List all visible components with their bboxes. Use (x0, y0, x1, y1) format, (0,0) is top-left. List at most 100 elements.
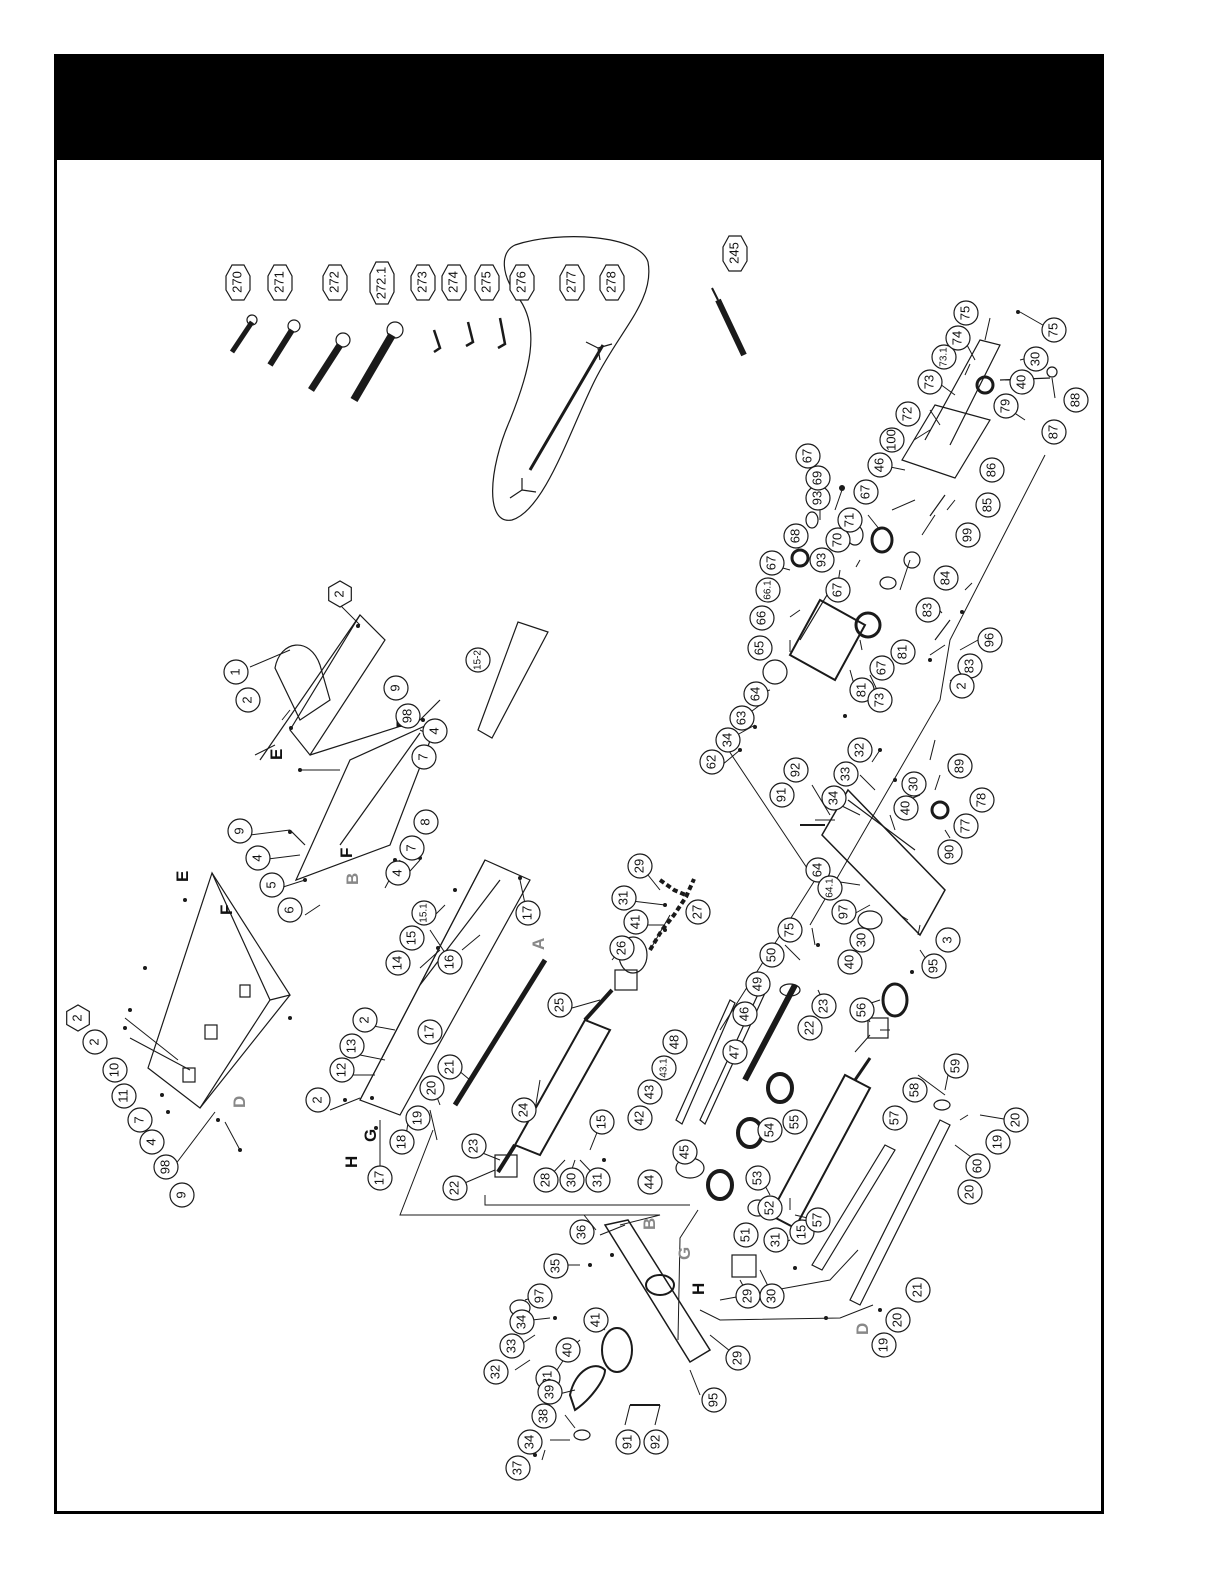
callout-19-c: 19 (871, 1332, 897, 1358)
callout-4-chute: 4 (245, 845, 271, 871)
callout-35: 35 (543, 1253, 569, 1279)
callout-91-a-label: 91 (773, 788, 788, 802)
callout-3-bubble (935, 927, 961, 953)
callout-75-a: 75 (777, 917, 803, 943)
callout-9-table-bubble (169, 1182, 195, 1208)
callout-31-c-bubble (763, 1227, 789, 1253)
callout-16-bubble (437, 949, 463, 975)
callout-77-bubble (953, 813, 979, 839)
callout-74: 74 (945, 325, 971, 351)
callout-31-c-label: 31 (767, 1233, 782, 1247)
callout-91-b-label: 91 (619, 1435, 634, 1449)
callout-7-hopper-bubble (411, 744, 437, 770)
svg-text:277: 277 (563, 271, 578, 293)
callout-275: 275 (474, 264, 500, 301)
callout-5-bubble (259, 872, 285, 898)
callout-50-bubble (759, 942, 785, 968)
callout-11: 11 (111, 1083, 137, 1109)
callout-30-e-bubble (901, 771, 927, 797)
callout-99-bubble (955, 522, 981, 548)
callout-88-bubble (1063, 387, 1089, 413)
callout-2-table-b-label: 2 (86, 1038, 101, 1045)
callout-87: 87 (1041, 419, 1067, 445)
callout-67-b: 67 (795, 443, 821, 469)
callout-84-bubble (933, 565, 959, 591)
callout-20-c-label: 20 (961, 1185, 976, 1199)
callout-31-c: 31 (763, 1227, 789, 1253)
callout-91-b: 91 (615, 1429, 641, 1455)
callout-56-bubble (849, 997, 875, 1023)
callout-32-a-label: 32 (851, 743, 866, 757)
callout-22-a: 22 (442, 1175, 468, 1201)
callout-60: 60 (965, 1153, 991, 1179)
callout-20-c-bubble (957, 1179, 983, 1205)
callout-38-bubble (531, 1403, 557, 1429)
callout-3: 3 (935, 927, 961, 953)
callout-57-a-bubble (805, 1207, 831, 1233)
callout-7-chute-bubble (399, 835, 425, 861)
callout-55-label: 55 (786, 1115, 801, 1129)
callout-96-label: 96 (981, 633, 996, 647)
callout-30-d-bubble (1023, 346, 1049, 372)
callout-41-b: 41 (583, 1307, 609, 1333)
callout-55: 55 (782, 1109, 808, 1135)
callout-64-b-label: 64 (809, 863, 824, 877)
callout-19-a: 19 (405, 1105, 431, 1131)
callout-30-a-label: 30 (563, 1173, 578, 1187)
callout-95-a-label: 95 (925, 959, 940, 973)
callout-31-b: 31 (585, 1167, 611, 1193)
callout-64-1: 64.1 (817, 875, 843, 901)
callout-2-guard-label: 2 (356, 1016, 371, 1023)
callout-26: 26 (609, 935, 635, 961)
callout-92-a-label: 92 (787, 763, 802, 777)
callout-7-table: 7 (127, 1107, 153, 1133)
callout-15-1: 15.1 (411, 900, 437, 926)
callout-42: 42 (627, 1105, 653, 1131)
callout-4-hopper: 4 (422, 718, 448, 744)
callout-86-bubble (979, 457, 1005, 483)
callout-96-bubble (977, 627, 1003, 653)
callout-32-a-bubble (847, 737, 873, 763)
callout-2-hopper-bubble (235, 687, 261, 713)
callout-18-label: 18 (393, 1135, 408, 1149)
callout-63: 63 (729, 705, 755, 731)
callout-40-c-label: 40 (897, 801, 912, 815)
svg-text:271: 271 (271, 271, 286, 293)
callout-63-label: 63 (733, 711, 748, 725)
callouts: 270 271 272 272.1 273 274 275 276 277 27… (66, 235, 1089, 1481)
callout-21-b-label: 21 (909, 1283, 924, 1297)
callout-78-bubble (969, 787, 995, 813)
callout-15-b-label: 15 (593, 1115, 608, 1129)
callout-48: 48 (662, 1029, 688, 1055)
callout-67-d-bubble (825, 577, 851, 603)
callout-62-label: 62 (703, 755, 718, 769)
callout-30-e-label: 30 (905, 777, 920, 791)
callout-73-a-label: 73 (871, 693, 886, 707)
marker-d-lower: D (853, 1323, 872, 1335)
callout-95-b-bubble (701, 1387, 727, 1413)
callout-24: 24 (511, 1097, 537, 1123)
callout-7-hopper: 7 (411, 744, 437, 770)
callout-83-b: 83 (957, 653, 983, 679)
callout-67-d-label: 67 (829, 583, 844, 597)
callout-87-label: 87 (1045, 425, 1060, 439)
callout-53-label: 53 (749, 1171, 764, 1185)
callout-8: 8 (413, 809, 439, 835)
callout-59-label: 59 (947, 1059, 962, 1073)
gearbox-drawing (762, 339, 1058, 685)
marker-h-side: H (689, 1283, 708, 1295)
callout-67-a-label: 67 (763, 556, 778, 570)
callout-7-hopper-label: 7 (415, 753, 430, 760)
callout-62: 62 (699, 749, 725, 775)
callout-81-b-label: 81 (894, 645, 909, 659)
callout-79-label: 79 (997, 399, 1012, 413)
callout-34-a: 34 (715, 727, 741, 753)
callout-73-1-bubble (931, 344, 957, 370)
callout-92-b: 92 (643, 1429, 669, 1455)
callout-9-chute: 9 (227, 818, 253, 844)
callout-90-bubble (937, 839, 963, 865)
callout-91-b-bubble (615, 1429, 641, 1455)
callout-99-label: 99 (959, 528, 974, 542)
marker-b-side: B (640, 1218, 659, 1230)
